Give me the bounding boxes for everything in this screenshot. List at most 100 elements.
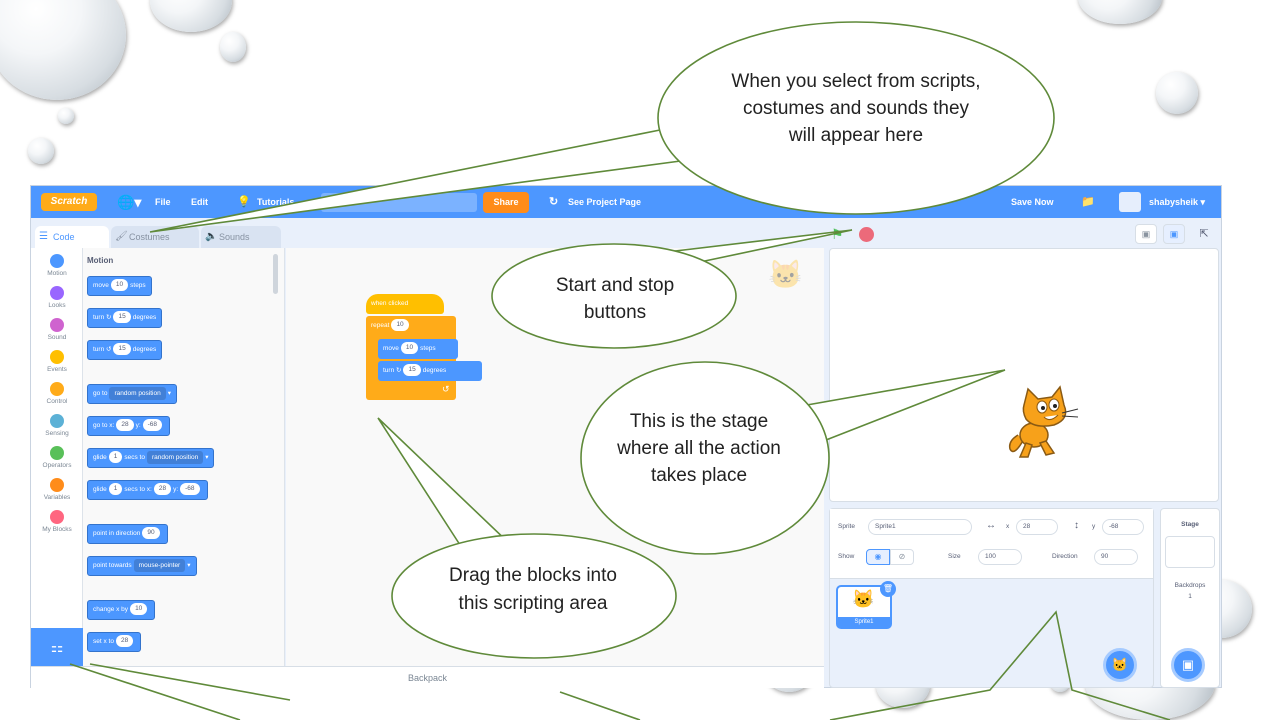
callout-stage-bubble bbox=[580, 361, 830, 555]
callout-drag-tail bbox=[377, 417, 513, 549]
fullscreen-icon[interactable]: ⇱ bbox=[1199, 228, 1209, 240]
callout-stage-text: This is the stage where all the action t… bbox=[617, 411, 781, 486]
sprite-thumb-label: Sprite1 bbox=[838, 617, 890, 627]
palette-scrollbar[interactable] bbox=[273, 254, 278, 294]
category-control[interactable]: Control bbox=[31, 382, 83, 405]
y-label: y bbox=[1092, 523, 1096, 530]
username-menu[interactable]: shabysheik ▾ bbox=[1149, 197, 1206, 207]
category-sensing[interactable]: Sensing bbox=[31, 414, 83, 437]
direction-input[interactable]: 90 bbox=[1094, 549, 1138, 565]
stage[interactable] bbox=[829, 248, 1219, 502]
sprite-name-input[interactable]: Sprite1 bbox=[868, 519, 972, 535]
water-drop-decoration bbox=[220, 32, 246, 62]
delete-sprite-icon[interactable]: 🗑 bbox=[880, 581, 896, 597]
green-flag-icon[interactable]: ⚑ bbox=[831, 226, 844, 242]
small-stage-icon[interactable]: ▣ bbox=[1135, 224, 1157, 244]
show-label: Show bbox=[838, 553, 855, 560]
save-now-link[interactable]: Save Now bbox=[1011, 197, 1054, 207]
y-input[interactable]: -68 bbox=[1102, 519, 1144, 535]
category-operators[interactable]: Operators bbox=[31, 446, 83, 469]
sprite-label: Sprite bbox=[838, 523, 855, 530]
sprite-info: Sprite Sprite1 ↔ x 28 ↕ y -68 Show ◉ ⊘ S… bbox=[830, 509, 1153, 579]
stage-selector-title: Stage bbox=[1181, 521, 1199, 528]
callout-stage-tail bbox=[789, 369, 1006, 441]
see-project-page-link[interactable]: See Project Page bbox=[568, 197, 642, 207]
vertical-arrows-icon: ↕ bbox=[1074, 520, 1079, 531]
cat-thumbnail-icon: 🐱 bbox=[852, 589, 875, 609]
stop-icon[interactable] bbox=[859, 227, 874, 242]
water-drop-decoration bbox=[28, 138, 54, 164]
show-hidden-icon[interactable]: ⊘ bbox=[890, 549, 914, 565]
script-when-flag-clicked[interactable]: when clicked bbox=[366, 294, 444, 314]
menu-edit[interactable]: Edit bbox=[191, 197, 208, 207]
share-button[interactable]: Share bbox=[483, 192, 529, 213]
category-menu: Motion Looks Sound Events Control Sensin… bbox=[31, 248, 83, 628]
folder-icon[interactable]: 📁 bbox=[1081, 196, 1095, 208]
tab-sounds[interactable]: 🔈Sounds bbox=[201, 226, 281, 248]
category-sound[interactable]: Sound bbox=[31, 318, 83, 341]
normal-stage-icon[interactable]: ▣ bbox=[1163, 224, 1185, 244]
water-drop-decoration bbox=[1156, 72, 1198, 114]
direction-label: Direction bbox=[1052, 553, 1078, 560]
callout-select-bubble bbox=[657, 21, 1055, 215]
backpack-bar[interactable]: Backpack bbox=[31, 666, 824, 688]
sprite-pane: Sprite Sprite1 ↔ x 28 ↕ y -68 Show ◉ ⊘ S… bbox=[829, 508, 1154, 688]
category-my-blocks[interactable]: My Blocks bbox=[31, 510, 83, 533]
sprite-thumbnail[interactable]: 🐱 🗑 Sprite1 bbox=[836, 581, 896, 629]
category-events[interactable]: Events bbox=[31, 350, 83, 373]
cat-sprite-icon[interactable] bbox=[1004, 383, 1088, 463]
x-input[interactable]: 28 bbox=[1016, 519, 1058, 535]
callout-drag-bubble bbox=[391, 533, 677, 659]
scratch-logo[interactable]: Scratch bbox=[41, 193, 97, 211]
backdrops-label: Backdrops bbox=[1174, 582, 1206, 589]
water-drop-decoration bbox=[58, 108, 74, 124]
callout-startstop-bubble bbox=[491, 243, 737, 349]
menu-file[interactable]: File bbox=[155, 197, 171, 207]
size-label: Size bbox=[948, 553, 961, 560]
backdrop-thumbnail[interactable] bbox=[1165, 536, 1215, 568]
tab-costumes[interactable]: 🖌Costumes bbox=[111, 226, 199, 248]
remix-icon: ↻ bbox=[549, 196, 559, 208]
tab-code[interactable]: ☰Code bbox=[35, 226, 109, 248]
callout-bottom-left-line bbox=[69, 663, 241, 720]
backdrops-count: 1 bbox=[1188, 593, 1192, 600]
callout-bottom-left-line bbox=[89, 663, 291, 701]
horizontal-arrows-icon: ↔ bbox=[986, 520, 996, 531]
sprite-watermark-icon: 🐱 bbox=[768, 259, 803, 290]
category-motion[interactable]: Motion bbox=[31, 254, 83, 277]
callout-startstop-text: Start and stop buttons bbox=[555, 275, 675, 323]
menu-tutorials[interactable]: Tutorials bbox=[257, 197, 295, 207]
choose-sprite-icon[interactable]: 🐱 bbox=[1103, 648, 1137, 682]
callout-select-text: When you select from scripts, costumes a… bbox=[731, 71, 981, 146]
callout-bottom-right-line bbox=[829, 610, 1171, 720]
size-input[interactable]: 100 bbox=[978, 549, 1022, 565]
add-extension-button[interactable]: ⚏ bbox=[31, 628, 83, 666]
category-looks[interactable]: Looks bbox=[31, 286, 83, 309]
lightbulb-icon: 💡 bbox=[237, 196, 251, 208]
callout-drag-text: Drag the blocks into this scripting area bbox=[449, 565, 617, 614]
choose-backdrop-icon[interactable]: ▣ bbox=[1171, 648, 1205, 682]
avatar[interactable] bbox=[1119, 192, 1141, 212]
category-variables[interactable]: Variables bbox=[31, 478, 83, 501]
repeat-arrow-icon: ↺ bbox=[442, 384, 450, 394]
show-visible-icon[interactable]: ◉ bbox=[866, 549, 890, 565]
brush-icon: 🖌 bbox=[115, 231, 128, 242]
editor-tabs: ☰Code 🖌Costumes 🔈Sounds ⚑ ▣ ▣ ⇱ bbox=[31, 218, 1221, 248]
globe-icon[interactable]: 🌐▾ bbox=[117, 194, 142, 210]
menu-bar: Scratch 🌐▾ File Edit 💡 Tutorials Share ↻… bbox=[31, 186, 1221, 218]
palette-title: Motion bbox=[87, 256, 114, 265]
